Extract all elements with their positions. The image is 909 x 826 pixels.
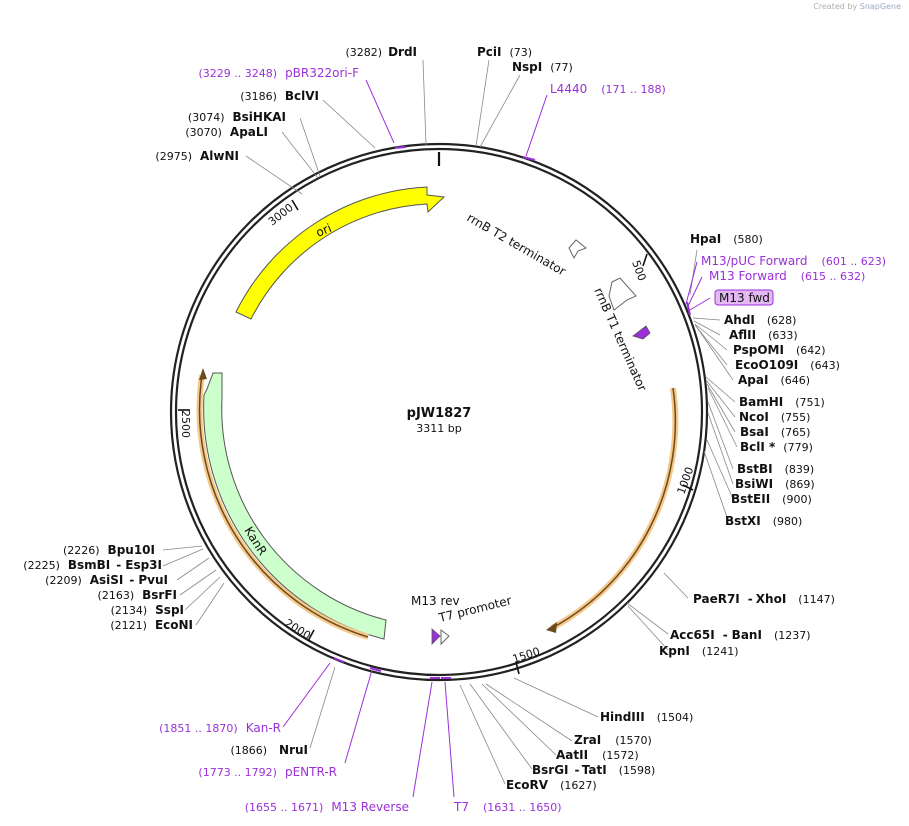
enzyme-label-bclvi[interactable]: (3186)BclVI: [240, 89, 319, 103]
m13-rev-arrow[interactable]: [431, 628, 441, 645]
enzyme-label-paer7i-xhoi[interactable]: PaeR7I-XhoI(1147): [693, 592, 835, 606]
m13-fwd-label: M13 fwd: [719, 291, 770, 305]
enzyme-label-nspi[interactable]: NspI(77): [512, 60, 573, 74]
primer-label-t7[interactable]: T7(1631 .. 1650): [453, 800, 562, 814]
tick-label-1500: 1500: [511, 645, 542, 666]
tick-label-2500: 2500: [179, 410, 192, 438]
rrnb-t2-terminator-label: rrnB T2 terminator: [465, 210, 569, 278]
enzyme-label-ecorv[interactable]: EcoRV(1627): [506, 778, 597, 792]
enzyme-labels: (3282)DrdI PciI(73) NspI(77) (3186)BclVI…: [23, 45, 840, 792]
plasmid-name: pJW1827: [407, 406, 472, 421]
credit-prefix: Created by: [813, 2, 858, 11]
enzyme-label-alwni[interactable]: (2975)AlwNI: [155, 149, 239, 163]
tick-label-500: 500: [629, 259, 648, 283]
enzyme-label-hindiii[interactable]: HindIII(1504): [600, 710, 693, 724]
tick-marks: [178, 199, 694, 675]
enzyme-label-bcli[interactable]: BclI *(779): [740, 440, 813, 454]
enzyme-label-hpai[interactable]: HpaI(580): [690, 232, 763, 246]
enzyme-label-bsrgi-tati[interactable]: BsrGI-TatI(1598): [532, 763, 655, 777]
kanr-feature-arrow[interactable]: [203, 372, 387, 640]
backbone-outer: [169, 142, 709, 682]
cds-left-arrowhead: [199, 368, 207, 380]
rrnb-t2-terminator-icon[interactable]: [568, 239, 587, 260]
enzyme-label-ecoo109i[interactable]: EcoO109I(643): [735, 358, 840, 372]
primer-label-pbr322ori-f[interactable]: (3229 .. 3248)pBR322ori-F: [199, 66, 360, 80]
enzyme-label-zrai[interactable]: ZraI(1570): [574, 733, 652, 747]
enzyme-label-asisi-pvui[interactable]: (2209)AsiSI-PvuI: [45, 573, 168, 587]
enzyme-label-bsteii[interactable]: BstEII(900): [731, 492, 812, 506]
credit-line: Created by SnapGene: [813, 2, 901, 11]
enzyme-label-acc65i-bani[interactable]: Acc65I-BanI(1237): [670, 628, 811, 642]
plasmid-length: 3311 bp: [416, 422, 461, 435]
enzyme-label-bamhi[interactable]: BamHI(751): [739, 395, 825, 409]
enzyme-label-aatii[interactable]: AatII(1572): [556, 748, 639, 762]
cds-right-bar[interactable]: [550, 387, 679, 631]
enzyme-label-kpni[interactable]: KpnI(1241): [659, 644, 738, 658]
enzyme-label-ncoi[interactable]: NcoI(755): [739, 410, 810, 424]
cds-right-arrowhead: [546, 622, 557, 633]
primer-label-l4440[interactable]: L4440(171 .. 188): [550, 82, 666, 96]
primer-label-m13-puc-forward[interactable]: M13/pUC Forward(601 .. 623): [701, 254, 886, 268]
enzyme-label-pcii[interactable]: PciI(73): [477, 45, 532, 59]
primer-leader-lines: [282, 79, 711, 798]
enzyme-label-bsrfi[interactable]: (2163)BsrFI: [98, 588, 177, 602]
enzyme-label-bsai[interactable]: BsaI(765): [740, 425, 810, 439]
backbone-inner: [174, 147, 704, 677]
enzyme-label-bsmbi-esp3i[interactable]: (2225)BsmBI-Esp3I: [23, 558, 162, 572]
enzyme-label-bsiwi[interactable]: BsiWI(869): [735, 477, 815, 491]
ori-feature-arrow[interactable]: [235, 186, 446, 320]
enzyme-label-pspomi[interactable]: PspOMI(642): [733, 343, 826, 357]
enzyme-label-bpu10i[interactable]: (2226)Bpu10I: [63, 543, 155, 557]
enzyme-label-econi[interactable]: (2121)EcoNI: [110, 618, 193, 632]
primer-label-pentr-r[interactable]: (1773 .. 1792)pENTR-R: [198, 765, 337, 779]
rrnb-t1-terminator-icon[interactable]: [608, 277, 637, 311]
m13-fwd-label-box[interactable]: [714, 289, 774, 306]
primer-label-m13-forward[interactable]: M13 Forward(615 .. 632): [709, 269, 865, 283]
primer-marks: [333, 146, 691, 679]
primer-label-m13-reverse[interactable]: (1655 .. 1671)M13 Reverse: [245, 800, 409, 814]
enzyme-label-bstxi[interactable]: BstXI(980): [725, 514, 802, 528]
enzyme-leader-lines: [162, 59, 738, 785]
enzyme-label-apali[interactable]: (3070)ApaLI: [185, 125, 268, 139]
enzyme-label-drdi[interactable]: (3282)DrdI: [345, 45, 417, 59]
m13-rev-label: M13 rev: [411, 594, 460, 608]
enzyme-label-bstbi[interactable]: BstBI(839): [737, 462, 814, 476]
t7-promoter-arrow[interactable]: [440, 629, 450, 646]
ori-feature-label: ori: [314, 221, 334, 240]
primer-labels: (3229 .. 3248)pBR322ori-F L4440(171 .. 1…: [159, 66, 886, 814]
enzyme-label-sspi[interactable]: (2134)SspI: [111, 603, 184, 617]
enzyme-label-nrui[interactable]: (1866)NruI: [230, 743, 308, 757]
rrnb-t1-inner-arrow: [632, 325, 651, 340]
enzyme-label-apai[interactable]: ApaI(646): [738, 373, 810, 387]
primer-label-kan-r[interactable]: (1851 .. 1870)Kan-R: [159, 721, 281, 735]
snapgene-logo: SnapGene: [859, 2, 901, 11]
enzyme-label-bsihkai[interactable]: (3074)BsiHKAI: [188, 110, 286, 124]
enzyme-label-aflii[interactable]: AflII(633): [729, 328, 798, 342]
enzyme-label-ahdi[interactable]: AhdI(628): [724, 313, 796, 327]
